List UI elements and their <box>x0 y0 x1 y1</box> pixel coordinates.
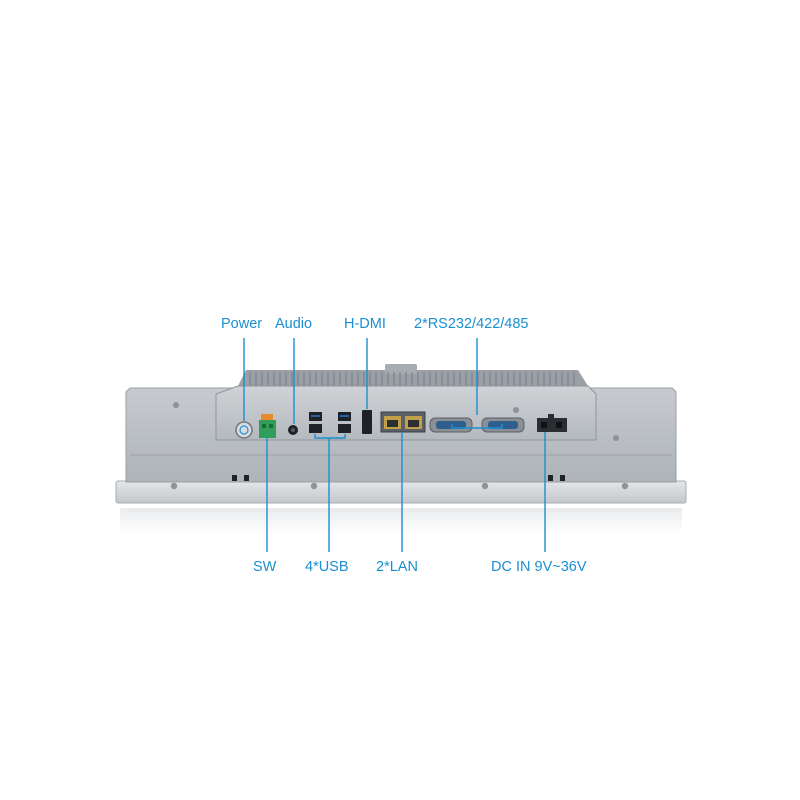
label-audio: Audio <box>275 316 313 332</box>
usb-ports <box>309 412 351 433</box>
audio-jack <box>288 425 298 435</box>
label-sw: SW <box>253 559 277 575</box>
vent-holes <box>232 475 565 481</box>
callout-rs232-bracket <box>451 424 503 429</box>
floor-reflection <box>120 508 682 534</box>
sw-terminal-block <box>259 414 276 438</box>
label-power: Power <box>221 316 263 332</box>
callout-lines <box>243 338 546 552</box>
lan-ports <box>380 411 426 433</box>
power-button <box>235 421 253 439</box>
callout-usb-bracket <box>314 434 346 439</box>
dc-in-connector <box>537 414 567 432</box>
hdmi-port <box>362 410 372 434</box>
label-rs232-422-485: 2*RS232/422/485 <box>414 316 529 332</box>
front-bezel <box>115 480 687 504</box>
label-hdmi: H-DMI <box>344 316 386 332</box>
label-usb: 4*USB <box>305 559 349 575</box>
label-dc-in: DC IN 9V~36V <box>491 559 587 575</box>
label-lan: 2*LAN <box>376 559 418 575</box>
chassis-screws <box>170 402 629 490</box>
heatsink <box>238 364 588 386</box>
